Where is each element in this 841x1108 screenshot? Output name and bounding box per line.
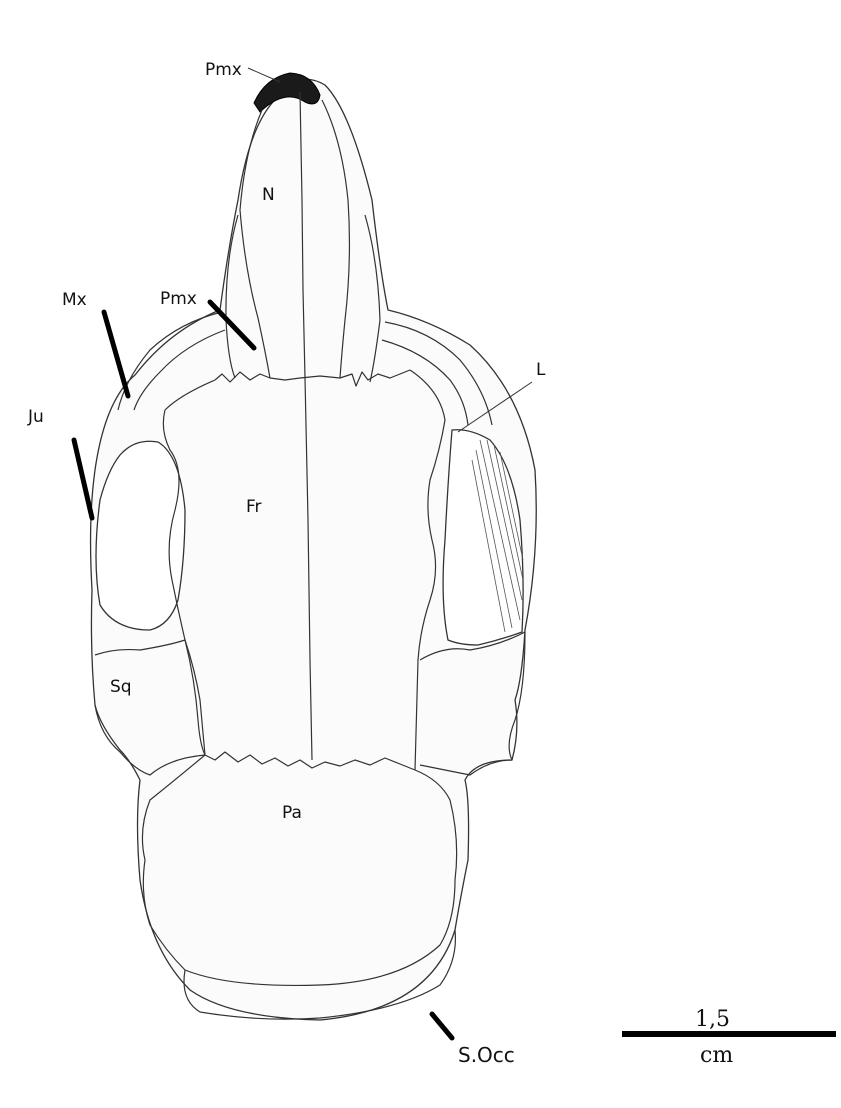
pointer-maxilla: [104, 312, 128, 396]
pointer-premaxilla-top: [248, 68, 280, 82]
label-parietal: Pa: [282, 803, 302, 823]
label-lacrimal: L: [536, 360, 546, 380]
scale-bar-unit: cm: [700, 1043, 733, 1068]
label-maxilla: Mx: [62, 290, 87, 310]
scale-bar-line: [622, 1031, 836, 1037]
pointer-jugal: [74, 440, 92, 518]
label-premaxilla-side: Pmx: [160, 289, 197, 309]
pointer-supraoccipital: [432, 1014, 452, 1038]
label-frontal: Fr: [246, 497, 262, 517]
label-supraoccipital: S.Occ: [458, 1043, 515, 1067]
label-jugal: Ju: [27, 407, 44, 427]
scale-bar-value: 1,5: [695, 1007, 730, 1032]
label-premaxilla-top: Pmx: [205, 60, 242, 80]
label-nasal: N: [262, 185, 275, 205]
label-squamosal: Sq: [110, 677, 132, 697]
